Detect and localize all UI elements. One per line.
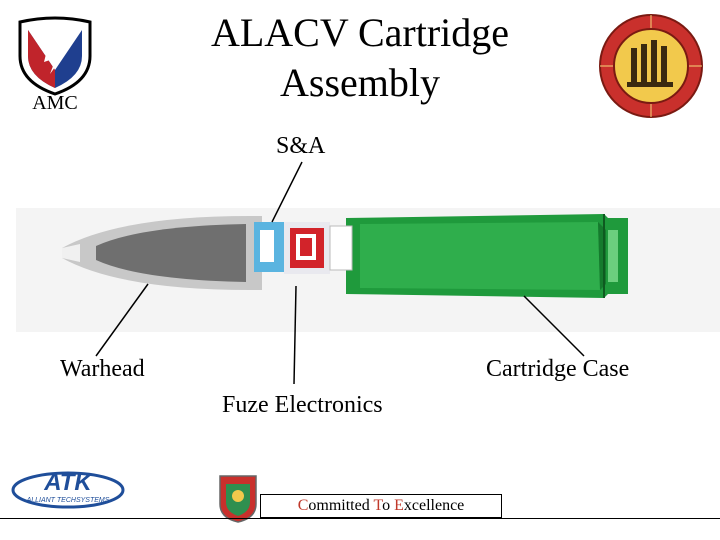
cartridge-case-shape bbox=[346, 214, 628, 298]
motto-part-2: o bbox=[382, 497, 394, 514]
fuze-electronics-label: Fuze Electronics bbox=[222, 392, 383, 419]
motto-part-3: xcellence bbox=[404, 497, 464, 514]
motto-banner: Committed To Excellence bbox=[260, 494, 502, 518]
atk-logo: ATK ALLIANT TECHSYSTEMS bbox=[10, 464, 126, 510]
atk-logo-text: ATK bbox=[43, 469, 93, 496]
warhead-label: Warhead bbox=[60, 356, 145, 383]
sa-label: S&A bbox=[276, 133, 325, 160]
motto-e: E bbox=[394, 497, 404, 514]
motto-c: C bbox=[298, 497, 309, 514]
unit-badge-icon bbox=[218, 474, 258, 524]
footer-divider bbox=[0, 518, 720, 519]
atk-logo-subtext: ALLIANT TECHSYSTEMS bbox=[26, 497, 110, 504]
sa-fuze-assembly bbox=[254, 222, 352, 274]
motto-part-1: ommitted bbox=[308, 497, 373, 514]
cartridge-case-label: Cartridge Case bbox=[486, 356, 629, 383]
motto-t: T bbox=[373, 497, 382, 514]
